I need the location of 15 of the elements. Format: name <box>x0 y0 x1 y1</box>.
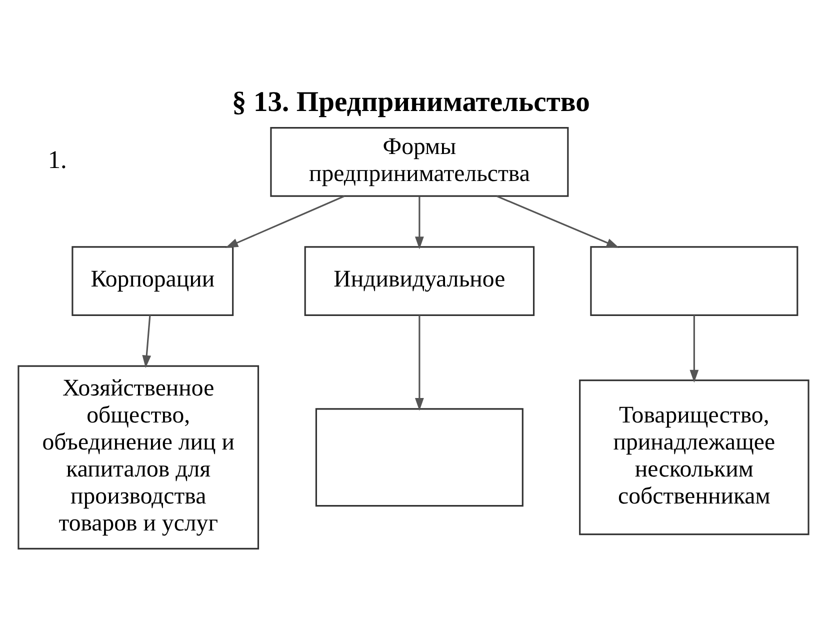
arrow <box>414 196 424 250</box>
node-box <box>315 408 524 507</box>
node-box: Формы предпринимательства <box>270 127 569 197</box>
node-box: Корпорации <box>72 246 234 316</box>
arrow <box>414 315 424 411</box>
node-box: Товарищество, принадлежащее нескольким собственникам <box>579 380 810 536</box>
node-box: Индивидуальное <box>304 246 535 316</box>
arrow <box>496 195 620 248</box>
arrow <box>142 315 152 368</box>
label: 1. <box>48 146 67 174</box>
diagram-title: § 13. Предпринимательство <box>232 86 590 118</box>
node-box <box>590 246 798 316</box>
arrow <box>225 195 345 248</box>
node-box: Хозяйственное общество, объединение лиц и капиталов для производства товаров и услуг <box>18 365 260 550</box>
arrow <box>690 315 699 383</box>
